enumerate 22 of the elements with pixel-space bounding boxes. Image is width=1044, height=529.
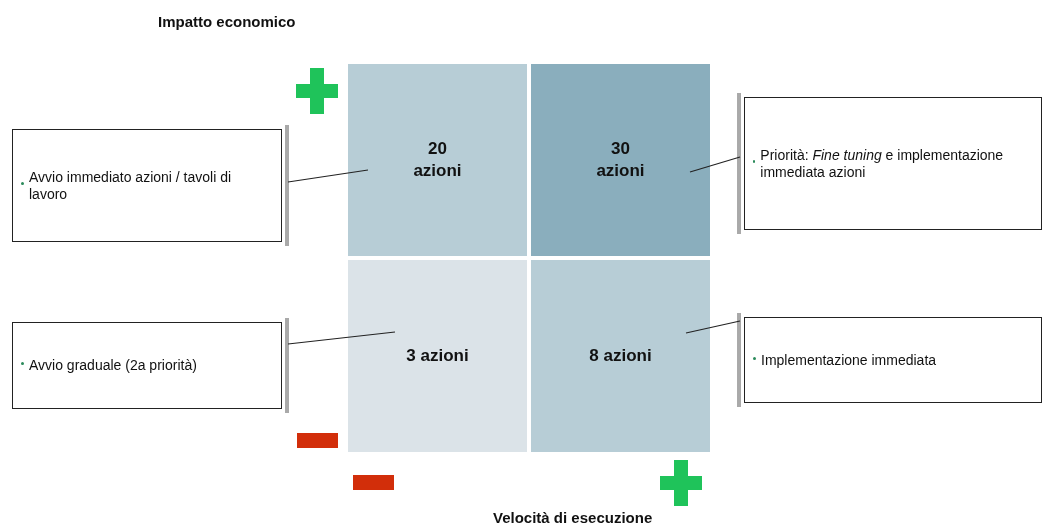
quadrant-cell: [531, 64, 710, 256]
callout-box: [12, 129, 282, 242]
quadrant-cell: [348, 64, 527, 256]
action-count: 3 azioni: [405, 345, 470, 367]
callout-text: Avvio graduale (2a priorità): [29, 357, 197, 374]
action-count: 8 azioni: [588, 345, 653, 367]
callout-box: [744, 97, 1042, 230]
leader-line: [685, 320, 741, 334]
action-count: 30 azioni: [595, 138, 646, 182]
quadrant-cell: [531, 260, 710, 452]
axis-title: Impatto economico: [158, 13, 296, 30]
action-count: 20 azioni: [412, 138, 463, 182]
quadrant-cell: [348, 260, 527, 452]
leader-line: [287, 169, 369, 183]
callout-box: [744, 317, 1042, 403]
callout-box: [12, 322, 282, 409]
leader-line: [689, 156, 741, 173]
callout-text: Priorità: Fine tuning e implementazione immediata azioni: [760, 146, 1005, 181]
callout-text: Avvio immediato azioni / tavoli di lavoro: [29, 168, 233, 203]
axis-title: Velocità di esecuzione: [493, 509, 653, 526]
leader-line: [287, 331, 396, 345]
callout-text: Implementazione immediata: [761, 351, 937, 369]
